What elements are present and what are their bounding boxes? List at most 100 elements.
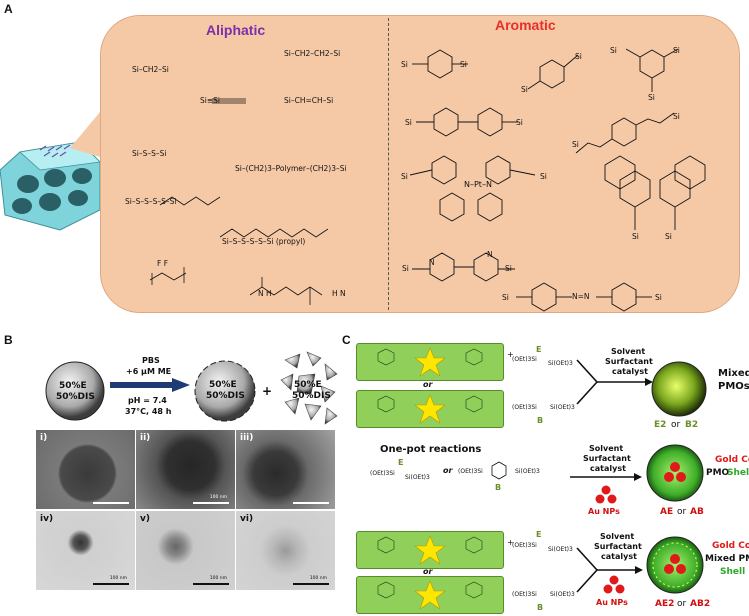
tem-image-1-label: i) [40, 433, 48, 443]
aliphatic-linker-4: Si–CH=CH–Si [284, 96, 334, 105]
aromatic-si-10: Si [572, 140, 579, 149]
aromatic-structures-drawing [409, 48, 706, 312]
tem-image-2-scale-text: 100 nm [209, 495, 227, 500]
row1-b-si: Si(OEt)3 [550, 404, 575, 411]
aromatic-si-16: Si [402, 264, 409, 273]
aromatic-si-11: Si [673, 112, 680, 121]
row1-e-label: E [536, 345, 542, 354]
aliphatic-linker-3: Si≡Si [200, 96, 220, 105]
row2-e-silane: (OEt)3Si [370, 470, 395, 477]
row2-solvent: Solvent [589, 444, 624, 453]
aromatic-si-12: Si [401, 172, 408, 181]
aromatic-si-5: Si [673, 46, 680, 55]
aliphatic-linker-2: Si–CH2–CH2–Si [284, 49, 341, 58]
row3-arrow [576, 547, 643, 593]
aromatic-si-17: Si [505, 264, 512, 273]
row3-result-a: AE2 [655, 599, 675, 609]
pt-complex-label: N–Pt–N [464, 180, 492, 189]
tem-image-1: i) [36, 430, 135, 509]
aliphatic-linker-6: Si–(CH2)3–Polymer–(CH2)3–Si [235, 164, 347, 173]
aromatic-si-6: Si [610, 46, 617, 55]
tem-image-6: vi) 100 nm [236, 511, 335, 590]
row1-surfactant: Surfactant [605, 357, 653, 366]
panel-a-divider [388, 18, 389, 310]
aromatic-si-2: Si [460, 60, 467, 69]
tem-image-5-scale-text: 100 nm [209, 576, 227, 581]
row1-catalyst: catalyst [612, 367, 648, 376]
sphere-text-1: 50%E [59, 381, 87, 391]
tem-image-6-label: vi) [240, 514, 254, 524]
azo-label: N=N [572, 292, 590, 301]
one-pot-label: One-pot reactions [380, 444, 482, 455]
gold-core-pmo-particle [646, 444, 704, 502]
row2-au-nps-label: Au NPs [588, 507, 620, 516]
tem-image-2-scalebar [193, 502, 229, 504]
row2-au-nps [595, 485, 617, 504]
panel-a-label: A [4, 2, 13, 16]
gold-core-mixed-pmo-particle [646, 536, 704, 594]
panel-b-label: B [4, 333, 13, 347]
aliphatic-amide-nh-2: H N [332, 289, 346, 298]
row2-b-ring [491, 461, 507, 480]
row1-b-silane: (OEt)3Si [512, 404, 537, 411]
row3-b-si: Si(OEt)3 [550, 591, 575, 598]
aliphatic-fluoro: F F [157, 259, 169, 268]
row3-gold-core: Gold Core [712, 541, 749, 551]
aromatic-si-8: Si [405, 118, 412, 127]
reaction-arrow [110, 378, 190, 392]
tem-image-1-scalebar [93, 502, 129, 504]
condition-ph: pH = 7.4 [128, 396, 167, 405]
aliphatic-heading: Aliphatic [206, 22, 266, 38]
condition-pbs: PBS [142, 356, 160, 365]
aromatic-si-4: Si [521, 85, 528, 94]
aromatic-n-2: N [487, 250, 493, 259]
row3-b-silane: (OEt)3Si [512, 591, 537, 598]
pmos-label: PMOs [718, 381, 749, 392]
row2-or: or [443, 466, 453, 475]
row2-b-label: B [495, 483, 502, 492]
row3-catalyst: catalyst [601, 552, 637, 561]
aromatic-heading: Aromatic [495, 17, 556, 33]
tem-image-5-scalebar [193, 583, 229, 585]
degrading-text-2: 50%DIS [206, 391, 245, 401]
tem-image-4-scalebar [93, 583, 129, 585]
row3-mixed-pmo: Mixed PMO [705, 554, 749, 564]
row3-surfactant: Surfactant [594, 542, 642, 551]
aromatic-si-13: Si [540, 172, 547, 181]
row1-e-si: Si(OEt)3 [548, 360, 573, 367]
row3-plus: + [507, 538, 514, 547]
row3-au-nps-label: Au NPs [596, 598, 628, 607]
fragment-text-2: 50%DIS [292, 391, 331, 401]
tem-image-3-label: iii) [240, 433, 254, 443]
row2-gold-core: Gold Core [715, 455, 749, 465]
aliphatic-linker-8: Si–S–S–S–S–Si (propyl) [222, 237, 306, 246]
row2-b-si: Si(OEt)3 [515, 468, 540, 475]
aromatic-si-14: Si [632, 232, 639, 241]
row1-result-a: E2 [654, 420, 667, 430]
or-label-2: or [423, 567, 433, 576]
row3-result-or: or [677, 599, 687, 609]
aromatic-si-7: Si [648, 93, 655, 102]
tem-image-2: ii) 100 nm [136, 430, 235, 509]
row3-b-label: B [537, 603, 544, 612]
row1-solvent: Solvent [611, 347, 646, 356]
aliphatic-linker-1: Si–CH2–Si [132, 65, 169, 74]
row3-shell: Shell [720, 567, 746, 577]
aromatic-si-19: Si [655, 293, 662, 302]
tem-image-2-label: ii) [140, 433, 151, 443]
tem-image-5-label: v) [140, 514, 150, 524]
row3-au-nps [603, 575, 625, 594]
row1-result-b: B2 [685, 420, 699, 430]
aromatic-si-9: Si [516, 118, 523, 127]
degrading-nanoparticle [194, 360, 256, 422]
tem-image-6-scalebar [293, 583, 329, 585]
tem-image-3: iii) [236, 430, 335, 509]
aliphatic-linker-7: Si–S–S–S–S–Si [125, 197, 177, 206]
aliphatic-amide-nh-1: N H [258, 289, 272, 298]
porous-material-illustration [0, 141, 101, 231]
row2-pmo: PMO [706, 468, 730, 478]
sphere-text-2: 50%DIS [56, 392, 95, 402]
row2-result-a: AE [660, 507, 674, 517]
fragmented-nanoparticle [280, 351, 338, 425]
precursor-structures [377, 347, 483, 610]
